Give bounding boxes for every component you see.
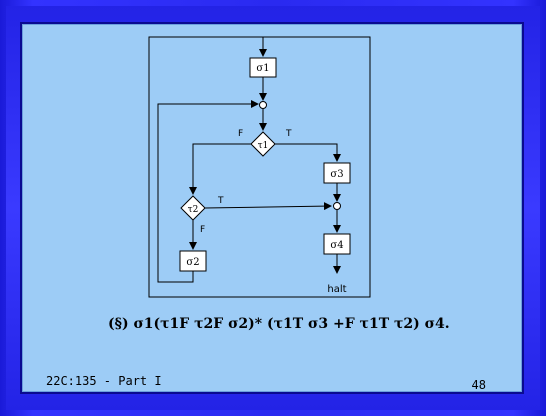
sigma4-label: σ4 <box>330 240 343 251</box>
halt-label: halt <box>327 284 346 295</box>
slide: σ1 τ1 F T σ3 τ2 T F σ2 <box>20 22 524 394</box>
sigma1-label: σ1 <box>256 63 269 74</box>
tau1-false-label: F <box>238 129 243 139</box>
tau1-false-branch <box>189 143 251 195</box>
loop-back-edge <box>157 100 259 283</box>
course-footer: 22C:135 - Part I <box>46 374 162 388</box>
tau1-true-branch <box>275 143 341 162</box>
tau1-true-label: T <box>285 129 292 139</box>
regular-expression-formula: (§) σ1(τ1F τ2F σ2)* (τ1T σ3 +F τ1T τ2) σ… <box>108 316 450 332</box>
junction-top <box>259 101 267 109</box>
formula-prefix: (§) <box>108 316 129 332</box>
junction-right <box>333 202 341 210</box>
tau1-diamond <box>250 131 276 157</box>
tau2-true-branch <box>204 202 332 211</box>
sigma2-label: σ2 <box>186 257 199 268</box>
tau1-label: τ1 <box>258 141 269 151</box>
tau2-label: τ2 <box>188 205 199 215</box>
tau2-true-label: T <box>217 196 224 206</box>
tau2-false-label: F <box>200 225 205 235</box>
flowchart: σ1 τ1 F T σ3 τ2 T F σ2 <box>148 36 371 298</box>
page-number: 48 <box>471 378 486 392</box>
sigma3-label: σ3 <box>330 169 343 180</box>
formula-text: σ1(τ1F τ2F σ2)* (τ1T σ3 +F τ1T τ2) σ4. <box>133 316 450 332</box>
diagram-border <box>148 36 371 298</box>
